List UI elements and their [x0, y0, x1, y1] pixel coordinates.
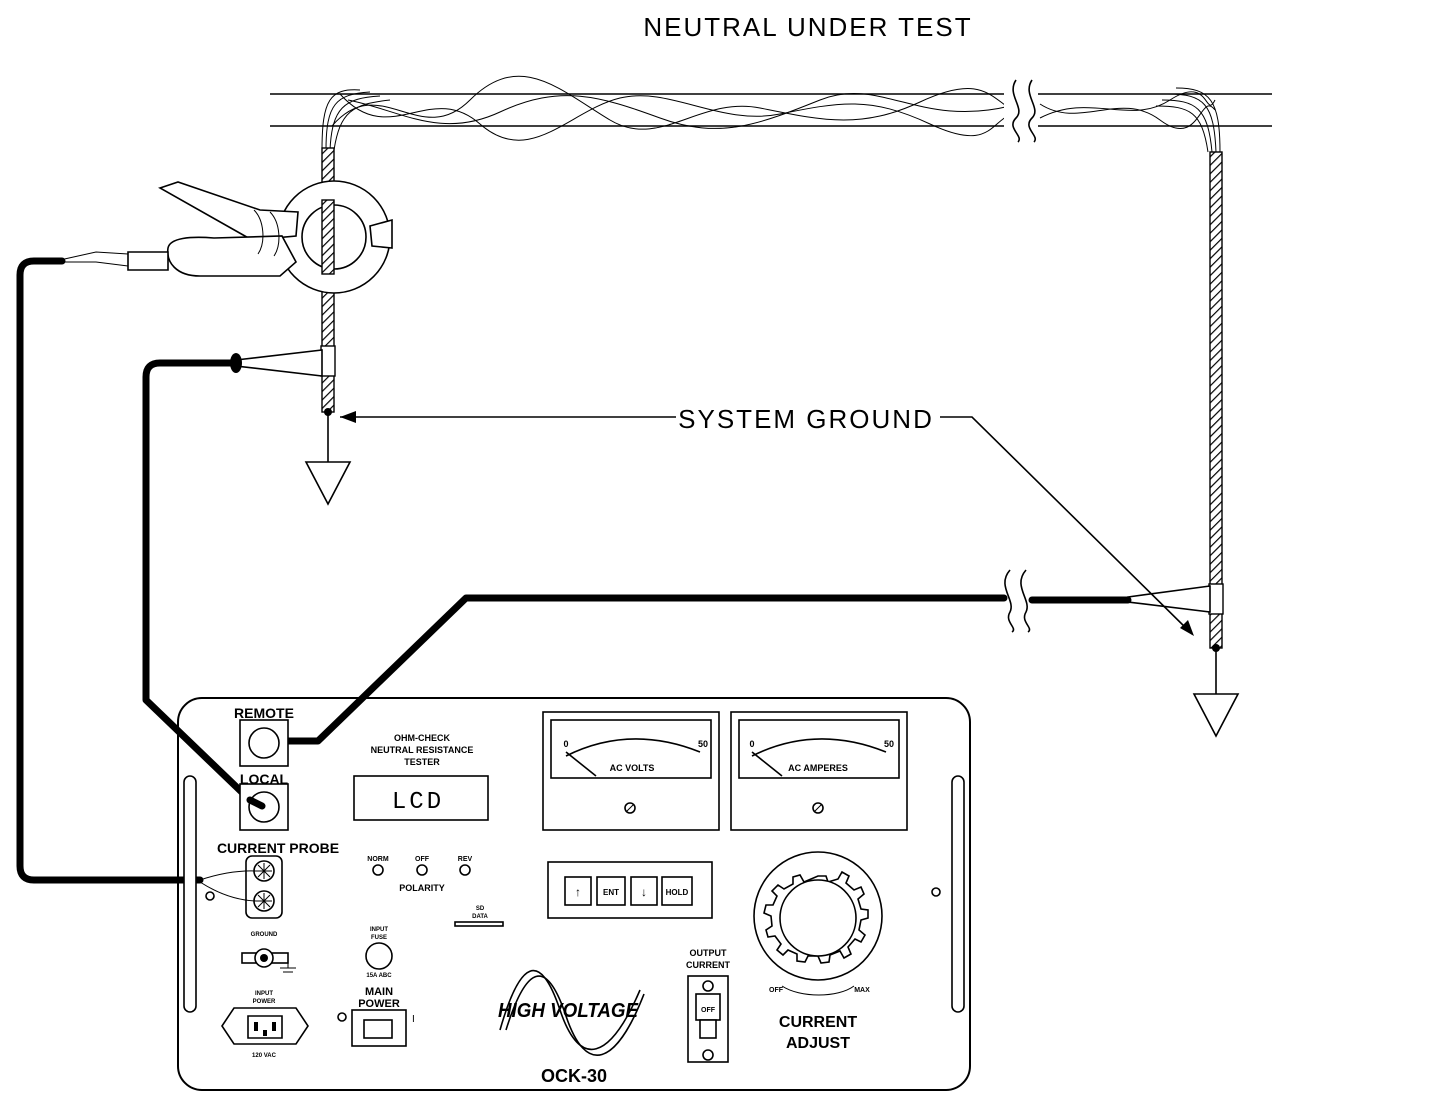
knob-off-label: OFF: [769, 987, 784, 994]
polarity-norm-label: NORM: [367, 856, 389, 863]
input-fuse-holder[interactable]: [365, 942, 393, 970]
svg-text:HOLD: HOLD: [666, 888, 689, 897]
output-current-label2: CURRENT: [686, 960, 731, 970]
ground-symbol-right: [1192, 644, 1240, 738]
current-adjust-label1: CURRENT: [779, 1014, 857, 1031]
svg-text:↑: ↑: [575, 885, 581, 899]
ac-amperes-meter: [730, 711, 908, 831]
current-clamp-probe: [59, 180, 393, 294]
polarity-rev-led: [459, 864, 471, 876]
key-hold[interactable]: HOLD: [661, 876, 693, 906]
output-current-label1: OUTPUT: [690, 948, 728, 958]
svg-text:↓: ↓: [641, 885, 647, 899]
system-ground-label: SYSTEM GROUND: [678, 404, 934, 434]
polarity-off-label: OFF: [415, 856, 430, 863]
main-power-label1: MAIN: [365, 986, 393, 998]
local-lead-terminal: [230, 349, 323, 377]
volts-min: 0: [563, 739, 568, 749]
input-power-label2: POWER: [253, 999, 276, 1005]
volts-label: AC VOLTS: [610, 763, 655, 773]
current-probe-connector[interactable]: [245, 855, 283, 919]
current-adjust-label2: ADJUST: [786, 1035, 850, 1052]
ground-symbol-left: [304, 408, 352, 506]
current-probe-label: CURRENT PROBE: [217, 840, 339, 856]
ground-terminal-label: GROUND: [251, 932, 278, 938]
remote-cable: [261, 594, 1132, 745]
panel-title-line3: TESTER: [404, 757, 440, 767]
polarity-off-led: [416, 864, 428, 876]
volts-max: 50: [698, 739, 708, 749]
local-cable: [142, 359, 254, 804]
current-adjust-knob[interactable]: [753, 851, 883, 981]
input-power-label1: INPUT: [255, 991, 273, 997]
remote-jack[interactable]: [239, 719, 289, 767]
model-name: OCK-30: [541, 1066, 607, 1086]
svg-text:ENT: ENT: [603, 888, 619, 897]
neutral-conductor: [270, 75, 1272, 153]
key-enter[interactable]: ENT: [596, 876, 626, 906]
sd-card-slot[interactable]: [454, 921, 504, 927]
lcd-display: LCD: [392, 789, 444, 816]
input-fuse-label2: FUSE: [371, 935, 387, 941]
main-power-label2: POWER: [358, 998, 400, 1010]
ac-volts-meter: [542, 711, 720, 831]
ground-terminal[interactable]: [241, 948, 296, 973]
panel-title-line2: NEUTRAL RESISTANCE: [371, 745, 474, 755]
sd-label: SD: [476, 906, 485, 912]
ock-30-instrument-panel: REMOTE LOCAL CURRENT PROBE OHM-CHECK NEU…: [177, 697, 971, 1091]
polarity-label: POLARITY: [399, 883, 445, 893]
amps-max: 50: [884, 739, 894, 749]
input-fuse-label1: INPUT: [370, 927, 388, 933]
right-ground-conductor: [1209, 151, 1223, 649]
power-on-mark: I: [412, 1014, 415, 1025]
amps-min: 0: [749, 739, 754, 749]
system-ground-arrows: [340, 411, 1194, 636]
fuse-rating: 15A ABC: [366, 973, 392, 979]
input-power-connector[interactable]: [221, 1007, 309, 1045]
amps-label: AC AMPERES: [788, 763, 848, 773]
panel-title-line1: OHM-CHECK: [394, 733, 450, 743]
neutral-under-test-label: NEUTRAL UNDER TEST: [643, 12, 972, 42]
svg-text:OFF: OFF: [701, 1007, 716, 1014]
current-probe-cable: [16, 257, 204, 884]
brand-name: HIGH VOLTAGE: [498, 1000, 639, 1022]
polarity-norm-led: [372, 864, 384, 876]
polarity-rev-label: REV: [458, 856, 473, 863]
remote-jack-label: REMOTE: [234, 705, 294, 721]
knob-max-label: MAX: [854, 987, 870, 994]
main-power-switch[interactable]: [351, 1009, 407, 1047]
high-voltage-logo: [499, 969, 645, 1056]
input-voltage: 120 VAC: [252, 1053, 277, 1059]
key-down[interactable]: ↓: [630, 876, 658, 906]
key-up[interactable]: ↑: [564, 876, 592, 906]
sd-data-label: DATA: [472, 914, 488, 920]
output-current-toggle[interactable]: OFF: [687, 975, 729, 1063]
local-jack-label: LOCAL: [240, 771, 289, 787]
